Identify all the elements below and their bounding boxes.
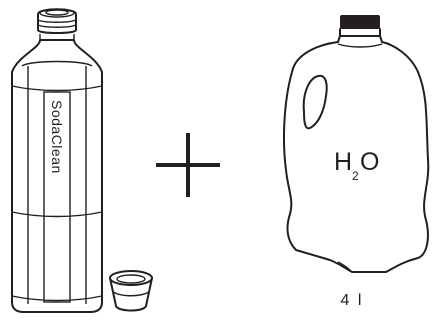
water-formula-subscript: 2	[352, 169, 359, 183]
bottle-neck	[37, 8, 77, 40]
volume-label: 4 l	[341, 292, 364, 309]
plus-sign-icon	[156, 133, 220, 197]
jug-body	[283, 35, 430, 273]
water-formula-h: H	[334, 148, 352, 176]
bottle: SodaClean	[11, 8, 103, 313]
bottle-label-panel	[43, 91, 71, 303]
bottle-cap	[109, 270, 153, 312]
jug-handle	[302, 74, 328, 130]
jug-cap	[340, 15, 380, 29]
bottle-body	[11, 39, 103, 313]
water-jug: H 2 O	[283, 15, 430, 273]
bottle-brand-text: SodaClean	[49, 100, 65, 174]
water-formula-o: O	[360, 148, 379, 176]
